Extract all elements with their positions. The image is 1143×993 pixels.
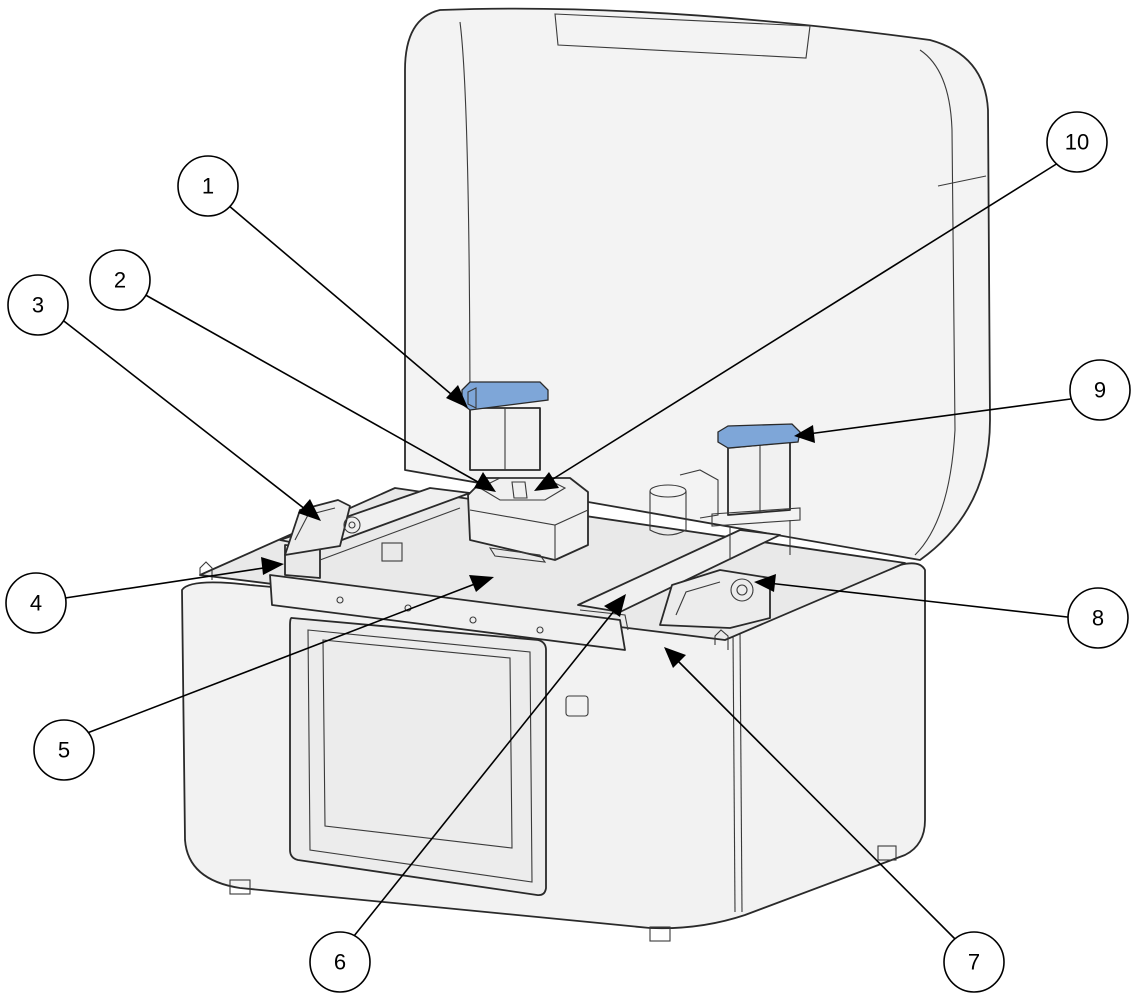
leader-10 bbox=[544, 162, 1059, 485]
callout-1-label: 1 bbox=[202, 174, 214, 199]
arrowhead-3 bbox=[298, 499, 321, 521]
leader-6 bbox=[345, 605, 619, 947]
callout-2-label: 2 bbox=[114, 268, 126, 293]
callout-4-label: 4 bbox=[30, 591, 42, 616]
callout-7-label: 7 bbox=[968, 950, 980, 975]
callouts: 1 2 3 4 5 6 7 8 bbox=[5, 111, 1131, 993]
center-carriage bbox=[467, 477, 589, 563]
arrowhead-4 bbox=[261, 557, 284, 575]
callout-9: 9 bbox=[1069, 359, 1131, 421]
callout-7: 7 bbox=[943, 931, 1005, 993]
leader-2 bbox=[141, 292, 486, 487]
callout-10-label: 10 bbox=[1065, 130, 1089, 155]
arrowhead-2 bbox=[474, 472, 496, 492]
callout-10: 10 bbox=[1046, 111, 1108, 173]
callout-8-label: 8 bbox=[1092, 606, 1104, 631]
callout-2: 2 bbox=[89, 249, 151, 311]
leader-5 bbox=[81, 581, 481, 736]
leader-1 bbox=[227, 204, 459, 401]
arrowhead-7 bbox=[664, 647, 686, 668]
callout-8: 8 bbox=[1067, 587, 1129, 649]
callout-4: 4 bbox=[5, 572, 67, 634]
leader-8 bbox=[767, 582, 1077, 619]
callout-leaders bbox=[51, 162, 1079, 947]
instrument-lid bbox=[404, 7, 991, 561]
arrowhead-8 bbox=[754, 574, 776, 592]
callout-1: 1 bbox=[177, 155, 239, 217]
callout-3-label: 3 bbox=[32, 293, 44, 318]
callout-5-label: 5 bbox=[58, 738, 70, 763]
leader-7 bbox=[673, 656, 963, 947]
tube-holder-right bbox=[711, 423, 801, 560]
leader-9 bbox=[807, 397, 1079, 435]
callout-3: 3 bbox=[7, 274, 69, 336]
arrowhead-5 bbox=[469, 575, 494, 592]
touch-screen bbox=[289, 617, 547, 897]
arrowhead-10 bbox=[534, 472, 559, 491]
leader-4 bbox=[51, 566, 271, 601]
arrowhead-9 bbox=[794, 425, 815, 443]
tube-holder-left bbox=[461, 381, 549, 471]
arrowhead-1 bbox=[446, 385, 468, 408]
callout-6-label: 6 bbox=[334, 950, 346, 975]
callout-6: 6 bbox=[309, 931, 371, 993]
leader-3 bbox=[59, 317, 311, 514]
callout-9-label: 9 bbox=[1094, 378, 1106, 403]
callout-5: 5 bbox=[33, 719, 95, 781]
front-rail bbox=[199, 561, 729, 651]
arrowhead-6 bbox=[604, 594, 626, 617]
